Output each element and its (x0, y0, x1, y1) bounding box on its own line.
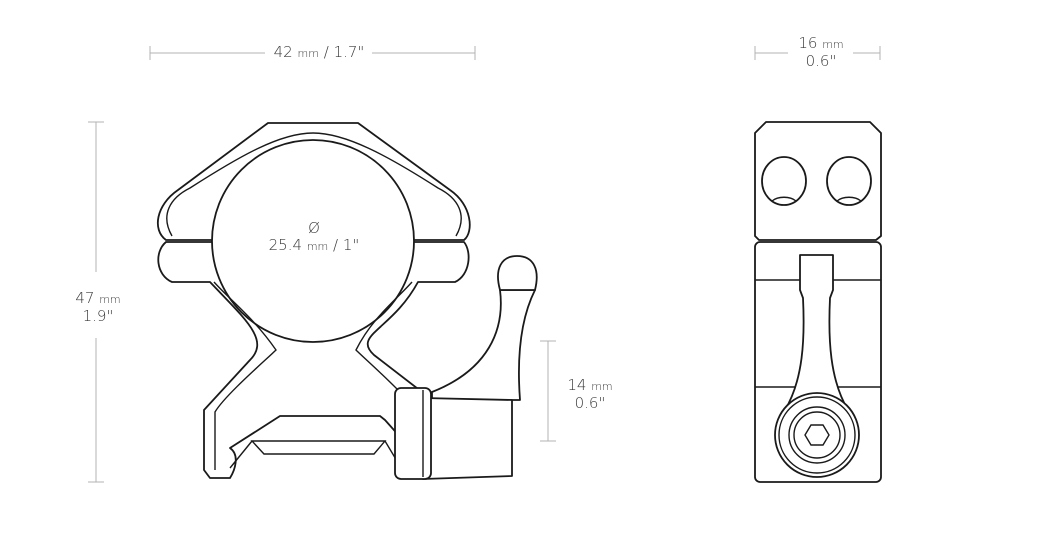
ring-bore (211, 139, 415, 343)
height-label: 47 mm 1.9" (75, 289, 121, 325)
clamp-block (422, 397, 513, 480)
width-label: 42 mm / 1.7" (273, 43, 365, 61)
rail-slot (250, 440, 387, 455)
depth-dimension-line (754, 46, 881, 60)
lever-nut-outer (774, 392, 860, 478)
clamp-plate (394, 387, 432, 480)
lever-height-label: 14 mm 0.6" (567, 376, 613, 412)
screw-hole-left (761, 156, 807, 206)
front-view (157, 122, 538, 480)
height-dimension-line (88, 121, 104, 483)
diameter-symbol: Ø (308, 219, 320, 237)
screw-hole-right (826, 156, 872, 206)
width-dimension-line (149, 46, 476, 60)
hex-socket-icon (804, 424, 830, 446)
side-top-cap (754, 121, 882, 241)
lever-arm (431, 289, 536, 401)
ring-diameter-label: Ø 25.4 mm / 1" (254, 220, 374, 255)
lever-height-dimension-line (540, 340, 556, 442)
lever-knob (497, 255, 538, 291)
depth-label: 16 mm 0.6" (798, 34, 844, 70)
side-view (754, 121, 882, 483)
